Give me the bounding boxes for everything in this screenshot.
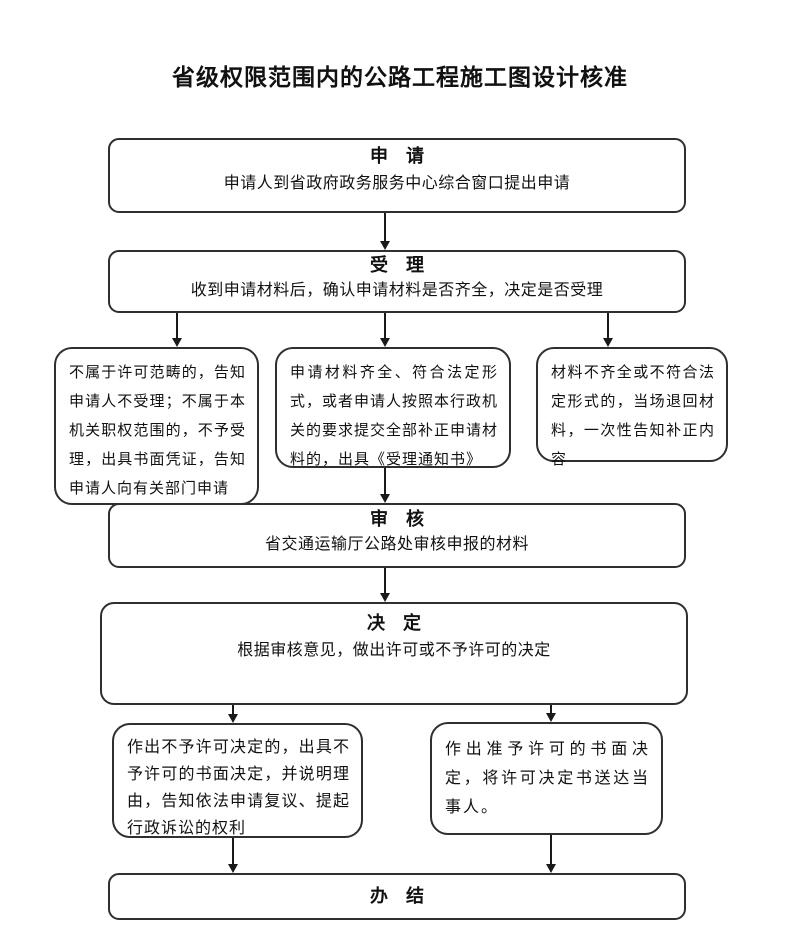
node-branch-right: 材料不齐全或不符合法定形式的，当场退回材料，一次性告知补正内容 xyxy=(536,347,728,468)
node-accept-body: 收到申请材料后，确认申请材料是否齐全，决定是否受理 xyxy=(190,280,604,299)
node-finish-heading: 办 结 xyxy=(370,886,424,907)
node-decide-heading: 决 定 xyxy=(367,613,421,634)
node-branch-left: 不属于许可范畴的，告知申请人不受理；不属于本机关职权范围的，不予受理，出具书面凭… xyxy=(54,347,259,505)
node-branch-mid: 申请材料齐全、符合法定形式，或者申请人按照本行政机关的要求提交全部补正申请材料的… xyxy=(275,347,511,468)
node-review-heading: 审 核 xyxy=(370,509,424,530)
node-accept-heading: 受 理 xyxy=(370,255,424,276)
node-branch-left-body: 不属于许可范畴的，告知申请人不受理；不属于本机关职权范围的，不予受理，出具书面凭… xyxy=(69,363,246,497)
node-apply: 申 请 申请人到省政府政务服务中心综合窗口提出申请 xyxy=(108,138,686,213)
node-deny-body: 作出不予许可决定的，出具不予许可的书面决定，并说明理由，告知依法申请复议、提起行… xyxy=(127,737,350,837)
node-apply-heading: 申 请 xyxy=(370,146,424,167)
node-apply-body: 申请人到省政府政务服务中心综合窗口提出申请 xyxy=(223,173,571,192)
page-title: 省级权限范围内的公路工程施工图设计核准 xyxy=(172,65,628,91)
node-finish: 办 结 xyxy=(108,873,686,920)
node-review: 审 核 省交通运输厅公路处审核申报的材料 xyxy=(108,503,686,568)
node-branch-right-body: 材料不齐全或不符合法定形式的，当场退回材料，一次性告知补正内容 xyxy=(551,363,715,468)
node-review-body: 省交通运输厅公路处审核申报的材料 xyxy=(264,534,529,553)
node-decide-body: 根据审核意见，做出许可或不予许可的决定 xyxy=(237,640,551,659)
node-accept: 受 理 收到申请材料后，确认申请材料是否齐全，决定是否受理 xyxy=(108,250,686,313)
node-grant: 作出准予许可的书面决定，将许可决定书送达当事人。 xyxy=(430,722,663,835)
node-deny: 作出不予许可决定的，出具不予许可的书面决定，并说明理由，告知依法申请复议、提起行… xyxy=(112,723,363,838)
node-grant-body: 作出准予许可的书面决定，将许可决定书送达当事人。 xyxy=(445,739,650,816)
node-branch-mid-body: 申请材料齐全、符合法定形式，或者申请人按照本行政机关的要求提交全部补正申请材料的… xyxy=(290,363,499,468)
node-decide: 决 定 根据审核意见，做出许可或不予许可的决定 xyxy=(100,602,688,705)
